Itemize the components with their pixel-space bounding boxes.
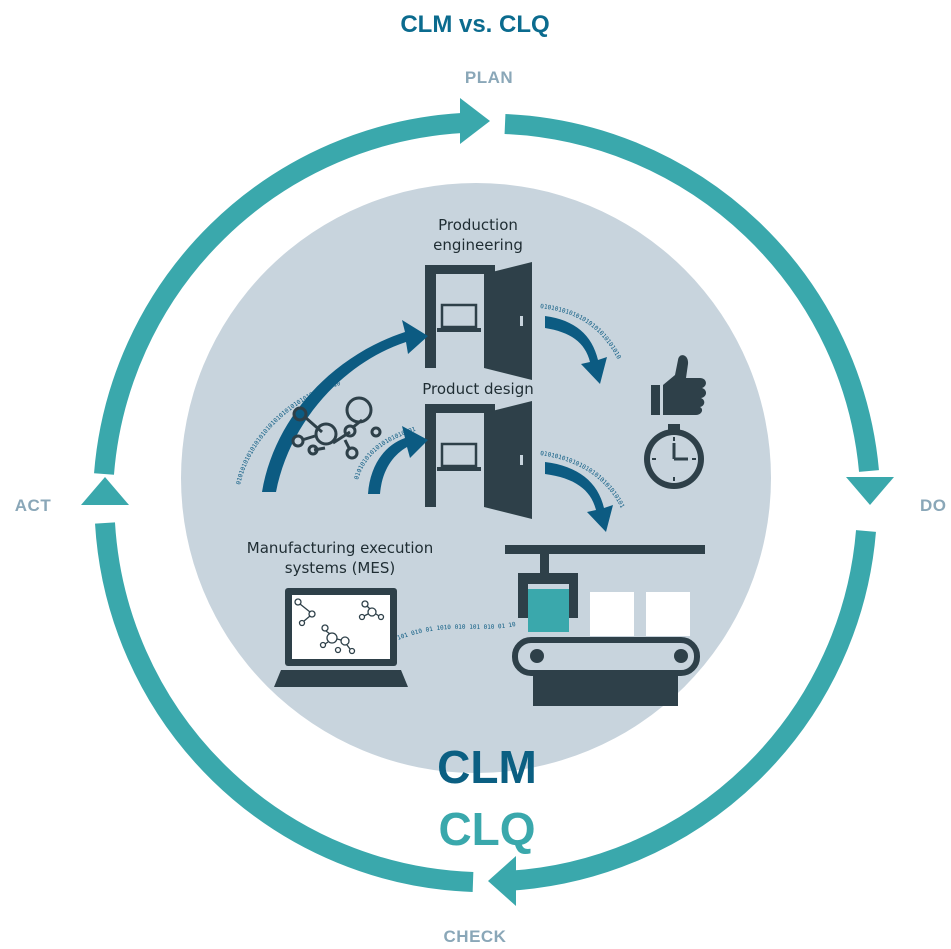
cycle-arc-plan-do (504, 114, 879, 472)
gantry-rail (505, 545, 705, 554)
network-icon (294, 598, 385, 655)
product-design-label: Product design (422, 380, 533, 398)
flow-arrows (262, 316, 613, 532)
cycle-arc-check-act (95, 522, 474, 892)
diagram-title: CLM vs. CLQ (400, 11, 549, 38)
phase-do-label: DO (920, 496, 947, 515)
product-box (646, 592, 690, 636)
phase-check-label: CHECK (444, 927, 507, 946)
door-icon (425, 401, 532, 519)
network-icon (291, 396, 382, 460)
pdca-arrowheads (81, 98, 894, 906)
cycle-arc-act-plan (94, 113, 463, 475)
clq-label: CLQ (438, 803, 535, 855)
production-engineering-label-line1: Production (438, 216, 518, 234)
cycle-arc-do-check (505, 530, 876, 891)
arrowhead-act (81, 477, 129, 505)
binary-stream-long: 0101010101010101010101010101010101010101… (0, 0, 342, 485)
product-box-teal (528, 589, 569, 632)
conveyor-icon (505, 545, 705, 706)
mes-label-line2: systems (MES) (285, 559, 395, 577)
phase-plan-label: PLAN (465, 68, 513, 87)
laptop-icon (274, 588, 408, 687)
production-engineering-label-line2: engineering (433, 236, 523, 254)
door-icon (425, 262, 532, 380)
arrow-to-production-engineering (262, 320, 428, 492)
arrow-from-production-engineering (545, 316, 607, 384)
arrow-from-product-design (545, 462, 613, 532)
conveyor-base (533, 676, 678, 706)
thumbs-up-icon (651, 355, 707, 415)
product-box (590, 592, 634, 636)
conveyor-belt (512, 637, 700, 676)
arrowhead-do (846, 477, 894, 505)
mes-label-line1: Manufacturing execution (247, 539, 433, 557)
laptop-icon (437, 303, 481, 332)
arrowhead-plan (460, 98, 490, 144)
pdca-cycle (94, 113, 879, 892)
laptop-icon (437, 442, 481, 471)
arrow-to-product-design (368, 426, 428, 494)
clock-icon (644, 424, 704, 489)
arrowhead-check (488, 856, 516, 906)
clm-label: CLM (437, 741, 537, 793)
phase-act-label: ACT (15, 496, 52, 515)
